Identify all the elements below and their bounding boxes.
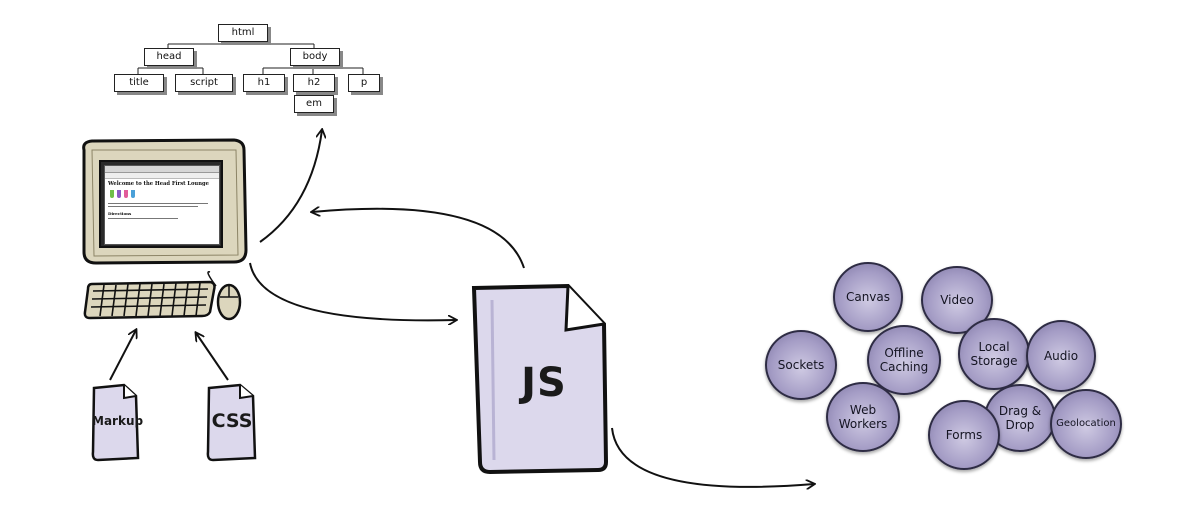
api-bubble-sockets: Sockets xyxy=(765,330,837,400)
dom-node-em: em xyxy=(294,95,334,113)
dom-node-body: body xyxy=(290,48,340,66)
markup-label: Markup xyxy=(92,414,144,428)
api-label: Drag & xyxy=(998,403,1042,418)
markup-document xyxy=(91,383,140,462)
api-label: Video xyxy=(940,292,974,307)
glass-icon xyxy=(131,190,135,198)
api-label: Geolocation xyxy=(1056,418,1116,429)
arrow-markup-to-computer xyxy=(109,330,136,381)
glass-icon xyxy=(124,190,128,198)
dom-node-script: script xyxy=(175,74,233,92)
browser-address-bar xyxy=(105,173,219,179)
css-document xyxy=(206,383,257,462)
api-label: Caching xyxy=(879,360,929,374)
arrows xyxy=(109,130,814,487)
dom-node-html: html xyxy=(218,24,268,42)
api-label: Audio xyxy=(1043,348,1079,363)
js-label: JS xyxy=(521,360,567,406)
text-line xyxy=(108,206,198,207)
arrow-computer-to-dom xyxy=(259,130,322,243)
dom-node-p: p xyxy=(348,74,380,92)
glass-icon xyxy=(110,190,114,198)
api-label: Forms xyxy=(945,427,983,442)
api-label: Storage xyxy=(970,354,1018,368)
mouse xyxy=(216,283,242,321)
dom-node-head: head xyxy=(144,48,194,66)
api-label: Workers xyxy=(838,417,888,431)
api-label: Web xyxy=(849,402,877,417)
api-bubble-audio: Audio xyxy=(1026,320,1096,392)
css-label: CSS xyxy=(211,410,253,432)
browser-page-title: Welcome to the Head First Lounge xyxy=(108,181,209,187)
arrow-computer-to-js xyxy=(249,262,456,320)
text-line xyxy=(108,203,208,204)
dom-tree-lines xyxy=(137,40,364,95)
api-bubble-forms: Forms xyxy=(928,400,1000,470)
api-label: Drop xyxy=(1005,418,1035,432)
api-bubble-geolocation: Geolocation xyxy=(1050,389,1122,459)
api-label: Local xyxy=(978,339,1010,354)
api-label: Sockets xyxy=(777,357,825,372)
arrow-js-to-browser xyxy=(312,209,525,269)
glass-icon xyxy=(117,190,121,198)
arrow-js-to-apis xyxy=(611,427,814,487)
browser-section-heading: Directions xyxy=(108,211,132,216)
js-document xyxy=(471,283,609,475)
drink-glasses xyxy=(105,187,219,201)
browser-window: Welcome to the Head First Lounge Directi… xyxy=(104,165,220,245)
text-line xyxy=(108,218,178,219)
api-bubble-canvas: Canvas xyxy=(833,262,903,332)
dom-node-h2: h2 xyxy=(293,74,335,92)
dom-node-title: title xyxy=(114,74,164,92)
api-label: Canvas xyxy=(845,289,891,304)
dom-node-h1: h1 xyxy=(243,74,285,92)
api-label: Offline xyxy=(884,345,924,360)
browser-title-bar xyxy=(105,166,219,173)
arrow-css-to-computer xyxy=(196,333,229,381)
